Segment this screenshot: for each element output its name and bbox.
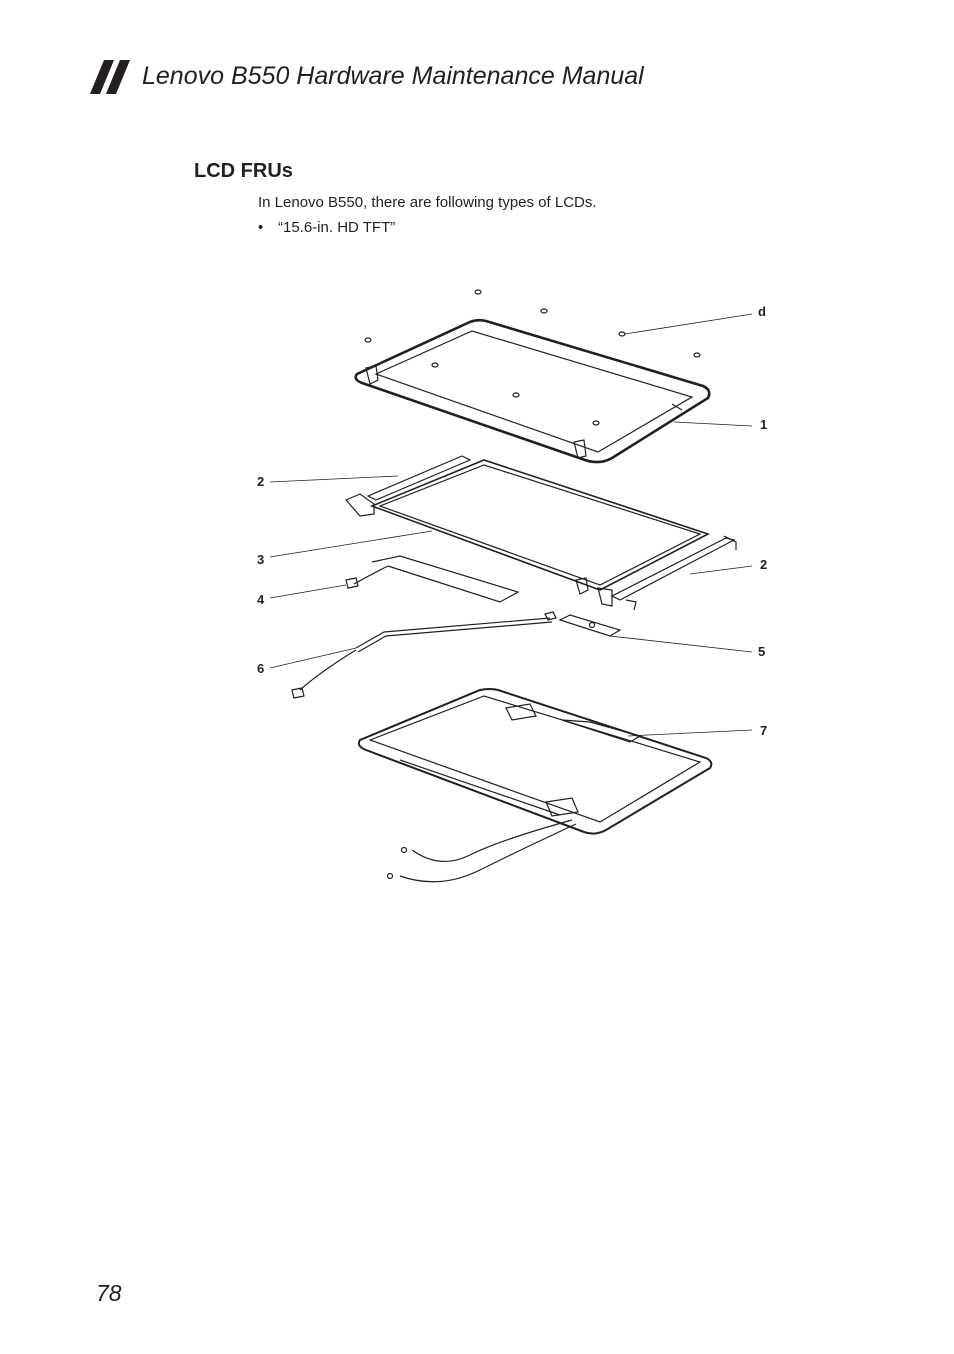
camera-module (558, 614, 622, 637)
antenna-cables (386, 819, 577, 883)
double-slash-mark-icon (90, 60, 130, 94)
callout-4: 4 (257, 592, 265, 607)
callout-d: d (758, 304, 766, 319)
callout-3: 3 (257, 552, 264, 567)
callout-1: 1 (760, 417, 767, 432)
section-title: LCD FRUs (194, 160, 293, 182)
callout-6: 6 (257, 661, 264, 676)
bullet-icon: • (258, 219, 264, 236)
callout-7: 7 (760, 723, 767, 738)
lcd-rear-cover (357, 688, 713, 835)
lcd-bezel (354, 318, 711, 464)
list-item: • “15.6-in. HD TFT” (258, 219, 395, 236)
list-item-text: “15.6-in. HD TFT” (278, 219, 396, 236)
lcd-bracket-left (345, 455, 472, 517)
lcd-bracket-right (597, 535, 737, 611)
camera-cable (291, 611, 557, 699)
lcd-cable (345, 555, 520, 603)
callout-5: 5 (758, 644, 765, 659)
callout-2-left: 2 (257, 474, 264, 489)
screw-group (364, 289, 701, 426)
callout-2-right: 2 (760, 557, 767, 572)
page-number: 78 (96, 1280, 122, 1306)
lcd-panel (369, 459, 711, 595)
intro-text: In Lenovo B550, there are following type… (258, 194, 597, 211)
header-title: Lenovo B550 Hardware Maintenance Manual (142, 62, 644, 90)
callout-leaders (269, 313, 753, 737)
